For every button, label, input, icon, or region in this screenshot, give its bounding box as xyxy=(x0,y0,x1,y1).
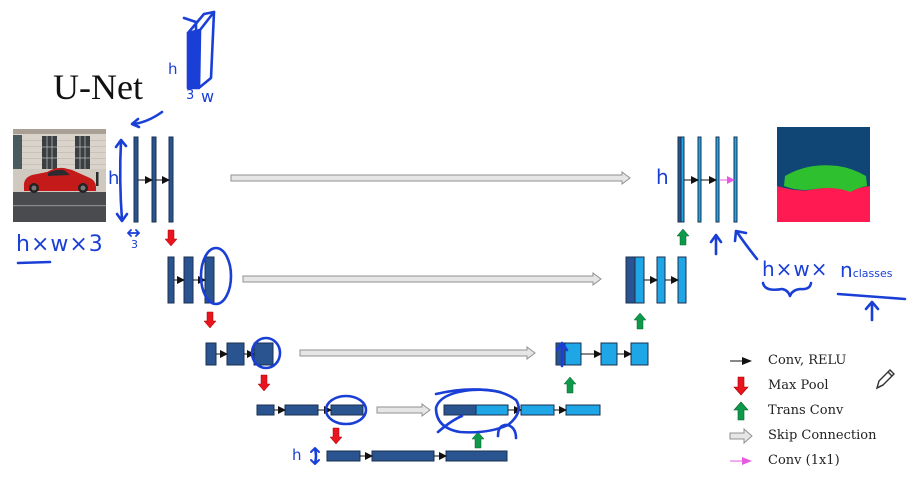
legend-item-trans-conv: Trans Conv xyxy=(728,398,876,423)
decoder-l2-block-3 xyxy=(677,256,687,304)
decoder-l4-upsampled-block xyxy=(475,404,509,416)
decoder-l1-block-2 xyxy=(697,136,702,223)
bottleneck-block-3 xyxy=(445,450,508,462)
legend-item-max-pool: Max Pool xyxy=(728,373,876,398)
skip-connection-arrow xyxy=(299,346,536,360)
input-dims-label: h×w×3 xyxy=(16,232,104,257)
input-height-label: h xyxy=(108,168,120,189)
decoder-l2-block-2 xyxy=(656,256,666,304)
ink-circle-enc4 xyxy=(324,394,368,426)
decoder-l2-skip-block xyxy=(625,256,636,304)
output-segmentation-mask xyxy=(777,127,870,222)
decoder-l4-block-2 xyxy=(520,404,555,416)
input-car-image xyxy=(13,129,106,222)
output-arrow-2 xyxy=(735,230,759,261)
legend-label: Max Pool xyxy=(768,378,829,393)
pencil-icon[interactable] xyxy=(875,369,895,390)
encoder-l1-block-1 xyxy=(133,136,139,223)
encoder-l1-block-2 xyxy=(151,136,157,223)
volume-h-label: h xyxy=(168,60,178,78)
ink-circle-enc3 xyxy=(250,336,282,370)
legend-label: Skip Connection xyxy=(768,428,877,443)
max-pool-arrow xyxy=(329,427,343,445)
classes-subscript: classes xyxy=(852,267,893,280)
output-height-label: h xyxy=(656,165,669,189)
decoder-l4-block-3 xyxy=(565,404,601,416)
output-dims-hw-label: h×w× xyxy=(762,257,829,281)
legend-item-conv-relu: Conv, RELU xyxy=(728,348,876,373)
encoder-l1-block-3 xyxy=(168,136,174,223)
max-pool-arrow xyxy=(257,374,271,392)
page-title: U-Net xyxy=(53,67,143,107)
volume-sketch xyxy=(182,10,216,90)
max-pool-arrow-icon xyxy=(733,376,749,395)
volume-3-label: 3 xyxy=(186,88,195,103)
conv-1x1-arrow-icon xyxy=(730,456,752,465)
encoder-l2-block-2 xyxy=(183,256,194,304)
decoder-l1-block-3 xyxy=(715,136,720,223)
legend-item-conv-1x1: Conv (1x1) xyxy=(728,448,876,473)
output-block xyxy=(733,136,738,223)
trans-conv-arrow xyxy=(471,431,485,449)
decoder-l2-upsampled-block xyxy=(634,256,645,304)
decoder-l3-upsampled-block xyxy=(564,342,582,366)
trans-conv-arrow xyxy=(676,228,690,246)
network-blocks xyxy=(133,136,738,462)
conv-relu-arrow-icon xyxy=(730,356,752,365)
encoder-l3-block-2 xyxy=(226,342,245,366)
legend-item-skip-connection: Skip Connection xyxy=(728,423,876,448)
skip-connection-arrow xyxy=(376,403,431,417)
legend-label: Trans Conv xyxy=(768,403,844,418)
encoder-l4-block-2 xyxy=(284,404,319,416)
trans-conv-arrow-icon xyxy=(733,401,749,420)
encoder-l3-block-1 xyxy=(205,342,217,366)
max-pool-arrow xyxy=(203,311,217,329)
network-arrows xyxy=(138,171,735,460)
bottleneck-block-1 xyxy=(326,450,361,462)
skip-connection-arrow xyxy=(242,272,602,286)
trans-conv-arrow xyxy=(563,376,577,394)
legend-label: Conv (1x1) xyxy=(768,453,840,468)
trans-conv-arrow xyxy=(633,312,647,330)
legend-label: Conv, RELU xyxy=(768,353,847,368)
volume-w-label: w xyxy=(201,87,215,106)
encoder-l4-block-1 xyxy=(256,404,275,416)
max-pool-arrow xyxy=(164,229,178,247)
ink-pointer-arrow xyxy=(132,110,164,126)
decoder-l4-skip-block xyxy=(443,404,477,416)
legend: Conv, RELU Max Pool Trans Conv Skip Conn… xyxy=(728,348,876,473)
output-classes-n-label: nclasses xyxy=(840,258,893,282)
decoder-l3-block-3 xyxy=(630,342,649,366)
encoder-l2-block-1 xyxy=(167,256,175,304)
ink-circle-enc2 xyxy=(199,246,233,306)
input-height-arrow xyxy=(118,139,124,222)
encoder-l3-block-3 xyxy=(253,342,274,366)
skip-connection-arrow xyxy=(230,171,631,185)
skip-connection-arrow-icon xyxy=(729,427,753,444)
bottleneck-h-label: h xyxy=(292,446,302,464)
decoder-l1-upsampled-block xyxy=(680,136,685,223)
handwritten-annotations xyxy=(16,10,907,465)
decoder-l3-block-2 xyxy=(600,342,618,366)
n-symbol: n xyxy=(840,258,853,282)
input-depth-label: 3 xyxy=(131,238,138,251)
bottleneck-block-2 xyxy=(371,450,435,462)
encoder-l4-block-3 xyxy=(330,404,364,416)
